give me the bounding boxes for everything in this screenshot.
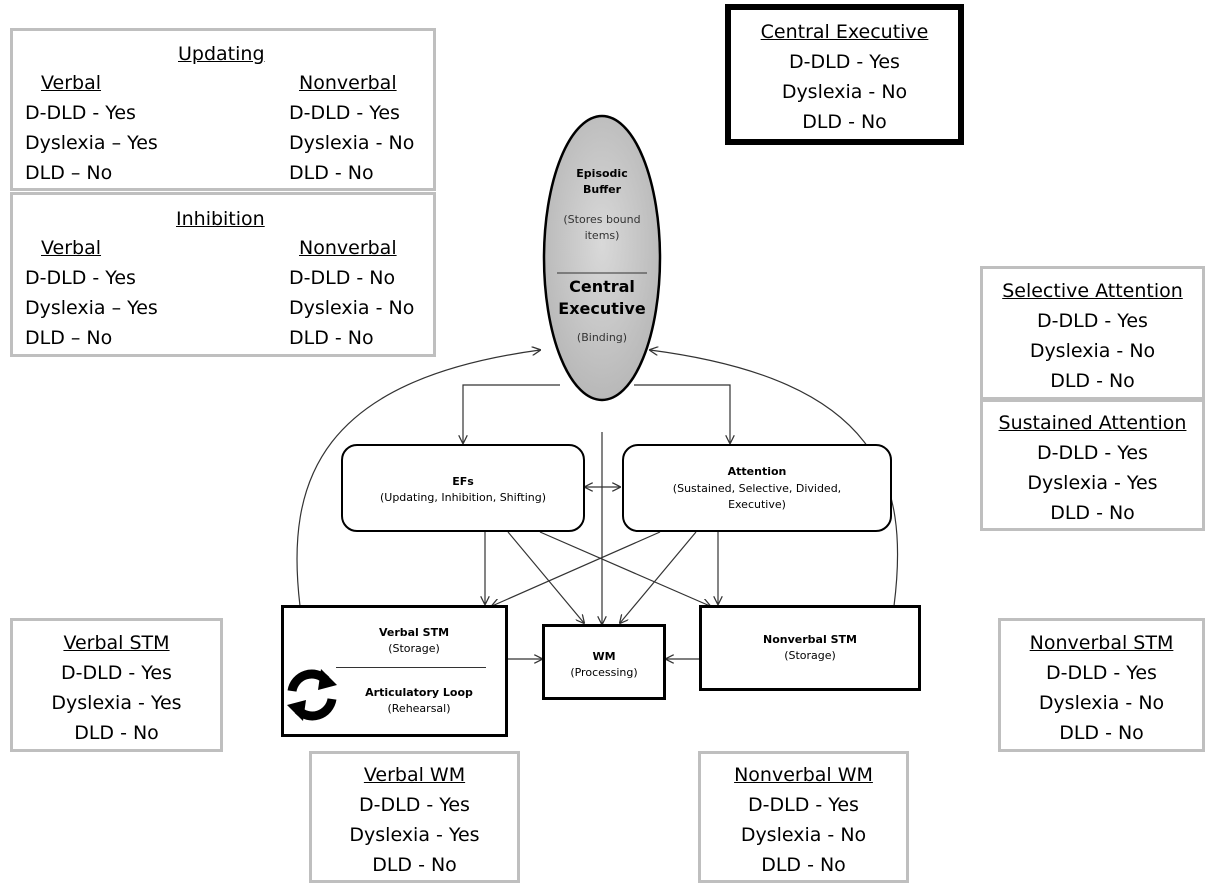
nonverbal-stm-model-box: Nonverbal STM (Storage) [699,605,921,691]
verbal-wm-row: D-DLD - Yes [359,794,470,816]
efs-subtitle: (Updating, Inhibition, Shifting) [379,491,546,504]
updating-verbal-heading: Verbal [41,72,102,94]
sustained-attention-row: DLD - No [1050,502,1135,524]
attention-title: Attention [727,465,787,478]
attention-to-wm-arrow [620,531,697,623]
attention-subtitle-2: Executive) [728,498,786,511]
updating-verbal-row: D-DLD - Yes [25,102,136,124]
central-executive-row: D-DLD - Yes [789,51,900,73]
verbal-stm-divider [336,667,486,668]
arc-nonverbal-stm-to-oval [650,350,899,607]
oval-buffer-label: Buffer [582,183,621,196]
inhibition-verbal-row: D-DLD - Yes [25,267,136,289]
wm-model-title: WM [592,650,616,663]
efs-to-wm-arrow [507,531,584,623]
verbal-stm-model-box: Verbal STM (Storage) Articulatory Loop (… [281,605,508,737]
central-executive-title: Central Executive [760,21,929,43]
nonverbal-wm-row: DLD - No [761,854,846,876]
verbal-stm-model-title: Verbal STM [378,626,450,639]
attention-box: Attention (Sustained, Selective, Divided… [622,444,892,532]
oval-stores-label: (Stores bound [563,213,641,226]
oval-executive-label: Executive [558,299,646,318]
inhibition-nonverbal-row: DLD - No [289,327,374,349]
attention-subtitle-1: (Sustained, Selective, Divided, [672,482,842,495]
nonverbal-wm-box: Nonverbal WM D-DLD - Yes Dyslexia - No D… [698,751,909,883]
nonverbal-stm-row: Dyslexia - No [1038,692,1165,714]
oval-episodic-label: Episodic [576,167,628,180]
sustained-attention-row: D-DLD - Yes [1037,442,1148,464]
efs-title: EFs [452,475,474,488]
sustained-attention-row: Dyslexia - Yes [1027,472,1158,494]
inhibition-verbal-row: DLD – No [25,327,113,349]
nonverbal-stm-box: Nonverbal STM D-DLD - Yes Dyslexia - No … [998,618,1205,752]
central-executive-oval [542,114,662,402]
verbal-stm-box: Verbal STM D-DLD - Yes Dyslexia - Yes DL… [10,618,223,752]
articulatory-loop-title: Articulatory Loop [365,686,473,699]
verbal-stm-row: Dyslexia - Yes [51,692,182,714]
oval-binding-label: (Binding) [576,331,628,344]
inhibition-verbal-row: Dyslexia – Yes [25,297,158,319]
sustained-attention-box: Sustained Attention D-DLD - Yes Dyslexia… [980,399,1205,531]
inhibition-box: Inhibition Verbal D-DLD - Yes Dyslexia –… [10,192,436,357]
selective-attention-row: Dyslexia - No [1029,340,1156,362]
inhibition-title: Inhibition [176,208,265,230]
nonverbal-stm-row: D-DLD - Yes [1046,662,1157,684]
updating-nonverbal-heading: Nonverbal [299,72,397,94]
selective-attention-box: Selective Attention D-DLD - Yes Dyslexia… [980,266,1205,400]
articulatory-loop-sub: (Rehearsal) [387,702,451,715]
nonverbal-wm-row: D-DLD - Yes [748,794,859,816]
updating-title: Updating [178,43,265,65]
verbal-stm-model-sub: (Storage) [388,642,440,655]
wm-model-sub: (Processing) [570,666,638,679]
efs-box: EFs (Updating, Inhibition, Shifting) [341,444,585,532]
verbal-wm-row: DLD - No [372,854,457,876]
updating-nonverbal-row: DLD - No [289,162,374,184]
oval-items-label: items) [584,229,620,242]
updating-box: Updating Verbal D-DLD - Yes Dyslexia – Y… [10,28,436,191]
nonverbal-wm-title: Nonverbal WM [734,764,873,786]
inhibition-nonverbal-row: D-DLD - No [289,267,396,289]
selective-attention-row: D-DLD - Yes [1037,310,1148,332]
nonverbal-stm-title: Nonverbal STM [1029,632,1174,654]
nonverbal-stm-row: DLD - No [1059,722,1144,744]
wm-model-box: WM (Processing) [542,624,666,700]
updating-verbal-row: DLD – No [25,162,113,184]
verbal-wm-title: Verbal WM [363,764,466,786]
arc-verbal-stm-to-oval [296,350,540,607]
updating-nonverbal-row: D-DLD - Yes [289,102,400,124]
rehearsal-cycle-icon [287,669,337,721]
updating-verbal-row: Dyslexia – Yes [25,132,158,154]
inhibition-nonverbal-row: Dyslexia - No [289,297,415,319]
verbal-stm-title: Verbal STM [63,632,170,654]
attention-to-verbal-stm-arrow [492,531,661,606]
central-executive-box: Central Executive D-DLD - Yes Dyslexia -… [725,4,964,145]
verbal-wm-row: Dyslexia - Yes [349,824,480,846]
central-executive-row: Dyslexia - No [781,81,908,103]
inhibition-verbal-heading: Verbal [41,237,102,259]
verbal-stm-row: D-DLD - Yes [61,662,172,684]
selective-attention-title: Selective Attention [1002,280,1183,302]
nonverbal-stm-model-sub: (Storage) [784,649,836,662]
efs-to-nonverbal-stm-arrow [539,531,710,606]
sustained-attention-title: Sustained Attention [998,412,1187,434]
oval-to-efs-arrow [463,384,560,443]
nonverbal-wm-row: Dyslexia - No [740,824,867,846]
oval-central-label: Central [569,277,635,296]
inhibition-nonverbal-heading: Nonverbal [299,237,397,259]
central-executive-row: DLD - No [802,111,887,133]
nonverbal-stm-model-title: Nonverbal STM [763,633,857,646]
verbal-stm-row: DLD - No [74,722,159,744]
selective-attention-row: DLD - No [1050,370,1135,392]
oval-to-attention-arrow [634,384,730,443]
updating-nonverbal-row: Dyslexia - No [289,132,415,154]
verbal-wm-box: Verbal WM D-DLD - Yes Dyslexia - Yes DLD… [309,751,520,883]
